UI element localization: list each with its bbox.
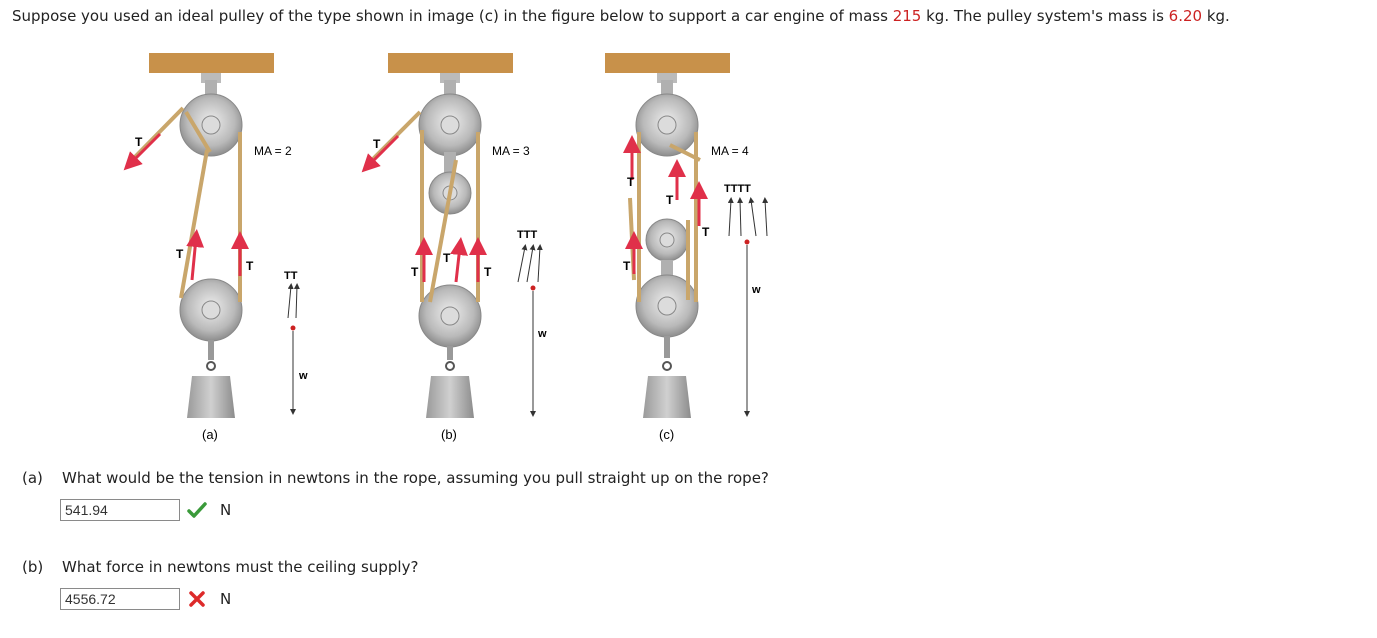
tension-labels-a: TT (284, 270, 298, 282)
question-a-part: (a) (22, 469, 43, 487)
answer-input-a[interactable] (60, 499, 180, 521)
t-label-c1: T (627, 175, 635, 189)
caption-a: (a) (202, 427, 218, 442)
t-label-a2: T (176, 247, 184, 261)
question-b: (b) What force in newtons must the ceilin… (22, 558, 418, 576)
t-label-a1: T (135, 135, 143, 149)
caption-c: (c) (659, 427, 674, 442)
t-label-c4: T (623, 259, 631, 273)
ma-label-c: MA = 4 (711, 144, 749, 158)
intro-prefix: Suppose you used an ideal pulley of the … (12, 7, 893, 25)
tension-labels-c: TTTT (724, 183, 751, 195)
engine-mass: 215 (892, 7, 922, 25)
ceiling-c (605, 53, 730, 73)
question-b-part: (b) (22, 558, 44, 576)
ceiling-b (388, 53, 513, 73)
answer-input-b[interactable] (60, 588, 180, 610)
t-label-b4: T (484, 265, 492, 279)
caption-b: (b) (441, 427, 457, 442)
weight-label-a: w (298, 370, 308, 382)
weight-label-c: w (751, 284, 761, 296)
t-label-b3: T (443, 251, 451, 265)
weight-a (187, 376, 235, 418)
answer-row-a: N (60, 499, 231, 521)
weight-label-b: w (537, 328, 547, 340)
ceiling-a (149, 53, 274, 73)
pulley-figure: T T T MA = 2 TT w (a) T T T (123, 53, 769, 442)
t-label-c2: T (666, 193, 674, 207)
problem-statement: Suppose you used an ideal pulley of the … (12, 7, 1230, 25)
t-label-b2: T (411, 265, 419, 279)
pulley-diagram-a: T T T MA = 2 TT w (a) (123, 53, 308, 442)
unit-b: N (220, 590, 232, 608)
weight-c (643, 376, 691, 418)
weight-b (426, 376, 474, 418)
intro-suffix: kg. (1202, 7, 1230, 25)
intro-middle: kg. The pulley system's mass is (921, 7, 1169, 25)
answer-row-b: N (60, 588, 231, 610)
ma-label-b: MA = 3 (492, 144, 530, 158)
cross-icon (186, 588, 208, 610)
unit-a: N (220, 501, 232, 519)
pulley-diagram-c: T T T T MA = 4 TTTT w (c) (605, 53, 769, 442)
pulley-diagram-b: T T T T MA = 3 TTT w (b) (361, 53, 547, 442)
question-a: (a) What would be the tension in newtons … (22, 469, 769, 487)
tension-labels-b: TTT (517, 229, 537, 241)
question-b-text: What force in newtons must the ceiling s… (62, 558, 419, 576)
question-a-text: What would be the tension in newtons in … (62, 469, 769, 487)
ma-label-a: MA = 2 (254, 144, 292, 158)
t-label-c3: T (702, 225, 710, 239)
check-icon (186, 499, 208, 521)
t-label-a3: T (246, 259, 254, 273)
pulley-mass: 6.20 (1168, 7, 1203, 25)
t-label-b1: T (373, 137, 381, 151)
